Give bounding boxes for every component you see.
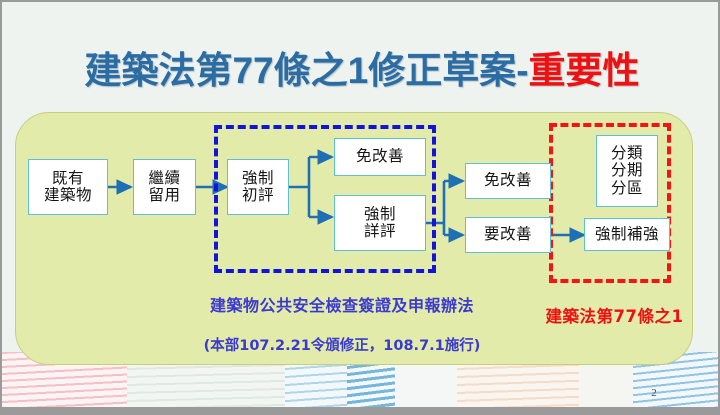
page-title-main: 建築法第77條之1修正草案- (84, 50, 529, 91)
caption-law-subtitle: (本部107.2.21令頒修正，108.7.1施行) (203, 338, 481, 354)
flow-box-exempt-improvement-1[interactable]: 免改善 (334, 138, 426, 176)
caption-red-law-reference: 建築法第77條之1 (545, 307, 684, 326)
bottom-gray-bar (2, 407, 718, 415)
page-title: 建築法第77條之1修正草案-重要性 (2, 40, 718, 94)
flow-box-need-improvement[interactable]: 要改善 (465, 217, 551, 253)
flow-box-mandatory-initial-assessment[interactable]: 強制 初評 (227, 159, 289, 215)
flow-box-existing-building[interactable]: 既有 建築物 (28, 159, 108, 215)
flow-diagram-panel: 既有 建築物 繼續 留用 強制 初評 免改善 強制 詳評 免改善 要改善 分類 … (15, 112, 693, 365)
flow-box-continue-use[interactable]: 繼續 留用 (133, 159, 196, 215)
flow-box-mandatory-retrofit[interactable]: 強制補強 (584, 218, 670, 251)
page-title-highlight: 重要性 (528, 50, 640, 91)
flow-box-mandatory-detailed-assessment[interactable]: 強制 詳評 (334, 195, 426, 251)
region-blue-dashed (214, 125, 436, 273)
caption-law-title: 建築物公共安全檢查簽證及申報辦法 (209, 296, 474, 315)
page-number: 2 (651, 387, 657, 399)
region-red-dashed (549, 123, 671, 283)
flow-box-classification-phasing-zoning[interactable]: 分類 分期 分區 (596, 135, 658, 207)
flow-box-exempt-improvement-2[interactable]: 免改善 (465, 163, 551, 199)
